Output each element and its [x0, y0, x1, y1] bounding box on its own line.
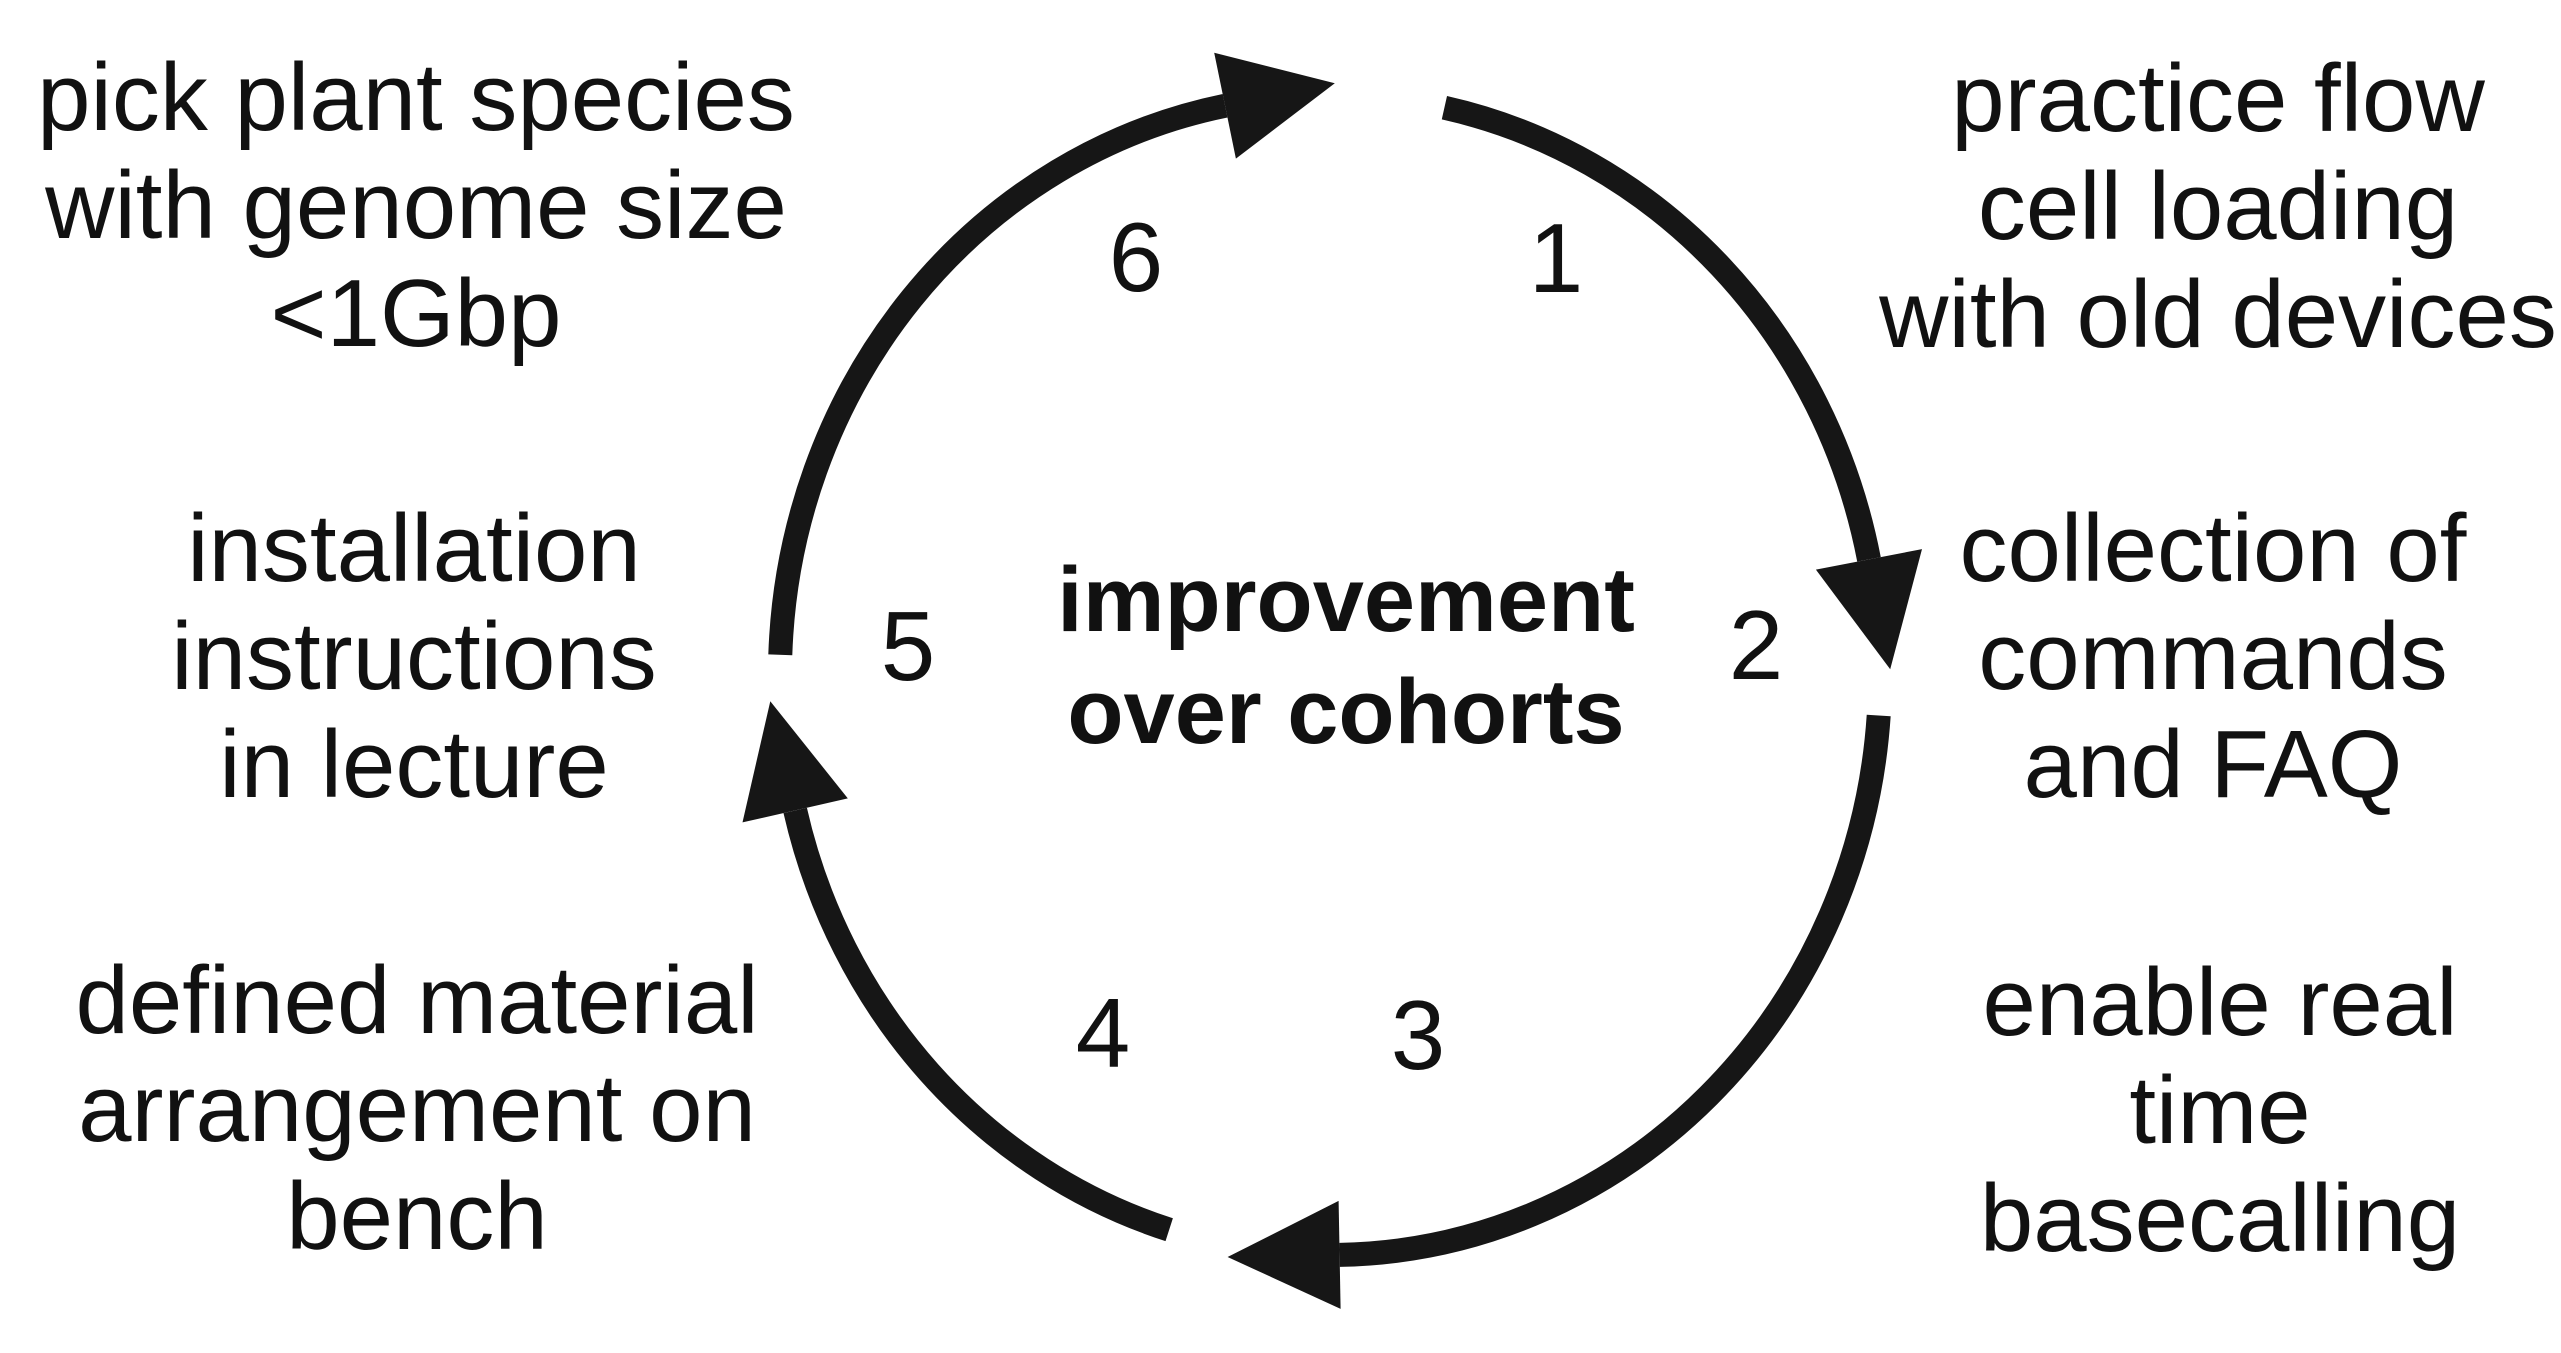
arrowhead-left-icon [742, 701, 848, 823]
cycle-arc-right-to-bottom [1339, 714, 1891, 1267]
step-label-4-line: arrangement on [78, 1055, 756, 1162]
step-label-1-line: cell loading [1977, 153, 2459, 260]
arrowhead-top-icon [1214, 52, 1335, 159]
step-number-1: 1 [1528, 203, 1584, 313]
step-label-2: collection of commands and FAQ [1863, 495, 2561, 819]
step-label-2-line: and FAQ [2023, 711, 2403, 818]
arrowhead-right-icon [1815, 549, 1922, 670]
step-label-5: installation instructions in lecture [64, 495, 764, 819]
step-label-3-line: time [2129, 1057, 2311, 1164]
step-label-1: practice flow cell loading with old devi… [1838, 45, 2561, 369]
step-label-3-line: basecalling [1979, 1165, 2461, 1272]
step-label-6-line: pick plant species [37, 44, 795, 151]
step-number-3: 3 [1390, 980, 1446, 1090]
step-label-3: enable real time basecalling [1880, 949, 2560, 1273]
step-label-4: defined material arrangement on bench [37, 947, 797, 1271]
step-number-6: 6 [1108, 202, 1164, 312]
step-label-5-line: in lecture [219, 711, 609, 818]
cycle-arc-top-to-right [1441, 95, 1881, 562]
step-label-1-line: practice flow [1951, 45, 2485, 152]
step-label-4-line: defined material [75, 947, 759, 1054]
step-number-2: 2 [1728, 590, 1784, 700]
center-title-line: over cohorts [1067, 661, 1625, 763]
cycle-arc-left-to-top [768, 93, 1228, 656]
step-label-1-line: with old devices [1879, 261, 2557, 368]
step-number-5: 5 [880, 591, 936, 701]
step-number-4: 4 [1075, 978, 1131, 1088]
step-label-6-line: <1Gbp [270, 260, 562, 367]
center-title: improvement over cohorts [996, 544, 1696, 768]
step-label-2-line: collection of [1959, 495, 2467, 602]
step-label-3-line: enable real [1982, 949, 2458, 1056]
cycle-arc-bottom-to-left [783, 807, 1173, 1242]
step-label-5-line: installation [187, 495, 641, 602]
step-label-6-line: with genome size [45, 152, 787, 259]
arrowhead-bottom-icon [1227, 1200, 1341, 1309]
step-label-5-line: instructions [171, 603, 657, 710]
center-title-line: improvement [1057, 549, 1635, 651]
step-label-6: pick plant species with genome size <1Gb… [16, 44, 816, 368]
step-label-4-line: bench [286, 1163, 548, 1270]
step-label-2-line: commands [1978, 603, 2448, 710]
